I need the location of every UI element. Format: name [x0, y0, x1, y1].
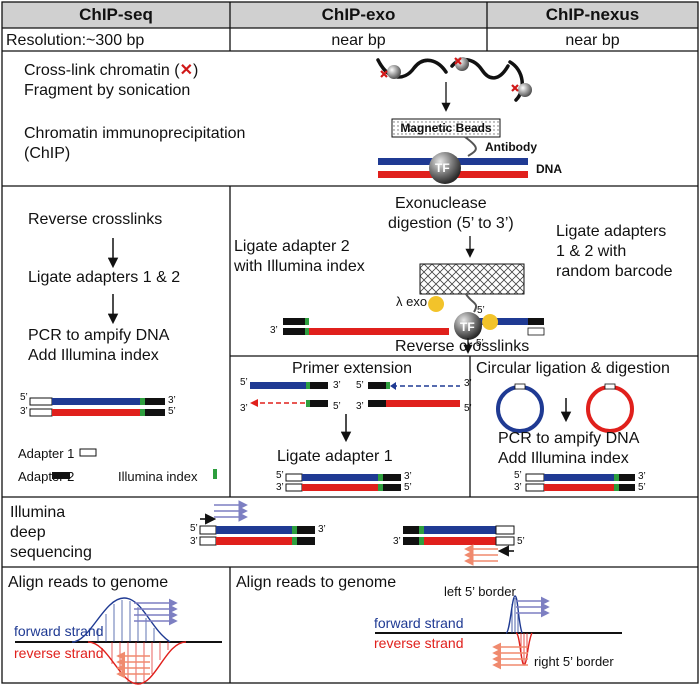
primer-3prime-a: 3’ — [333, 380, 341, 391]
nexus-ligate-line1: Ligate adapters — [556, 223, 667, 240]
exo-ligate-adapter2-line2: with Illumina index — [234, 258, 365, 275]
nexus-circular-title: Circular ligation & digestion — [476, 360, 670, 377]
resolution-nexus: near bp — [565, 32, 620, 49]
primer-5prime-d: 5’ — [464, 403, 472, 414]
header-bar — [2, 2, 698, 28]
seq-dna-3prime-bottom: 3’ — [20, 406, 28, 417]
crosslink-x-icon: ✕ — [179, 62, 193, 79]
primer-lib-3prime-top: 3’ — [404, 471, 412, 482]
right-border-label: right 5’ border — [534, 654, 614, 669]
crosslink-marks — [380, 57, 519, 92]
sequencing-line1: Illumina — [10, 504, 66, 521]
primer-lib-3prime-bottom: 3’ — [276, 482, 284, 493]
align-right-forward: forward strand — [374, 615, 464, 631]
seq-pcr-line1: PCR to ampify DNA — [28, 327, 170, 344]
legend-adapter1: Adapter 1 — [18, 446, 75, 461]
resolution-row-seq: Resolution:~300 bp — [6, 31, 144, 51]
chromatin-fragments — [376, 57, 524, 102]
primer-extension-title: Primer extension — [292, 360, 413, 377]
seq-pcr-line2: Add Illumina index — [28, 347, 159, 364]
sequencing-dna-left — [199, 500, 315, 546]
sequencing-line3: sequencing — [10, 544, 92, 561]
primer-3prime-d: 3’ — [356, 401, 364, 412]
legend-adapter2: Adapter 2 — [18, 469, 75, 484]
align-left-title: Align reads to genome — [8, 574, 169, 591]
primer-lib-5prime-top: 5’ — [276, 470, 284, 481]
resolution-label: Resolution: — [6, 32, 87, 49]
tf-label-exo: TF — [460, 320, 475, 334]
crosslink-text: Cross-link chromatin (✕) — [24, 61, 198, 81]
seq-library-dna — [29, 397, 165, 417]
fragment-text: Fragment by sonication — [24, 82, 191, 99]
nexus-ligate-line3: random barcode — [556, 263, 673, 280]
primer-extension-dna — [250, 382, 460, 407]
nexus-library-dna — [525, 473, 635, 492]
antibody-label: Antibody — [485, 140, 537, 154]
crosslink-text-start: Cross-link chromatin ( — [24, 62, 180, 79]
legend-illumina-index: Illumina index — [118, 469, 198, 484]
tf-label-top: TF — [435, 161, 450, 175]
seqrow-left-3prime-b: 3’ — [190, 536, 198, 547]
sequencing-dna-right — [403, 525, 515, 566]
seq-legend-swatches — [52, 448, 217, 479]
seq-dna-3prime-top: 3’ — [168, 395, 176, 406]
nexus-pcr-line2: Add Illumina index — [498, 450, 629, 467]
align-right-title: Align reads to genome — [236, 574, 397, 591]
seq-dna-5prime-bottom: 5’ — [168, 406, 176, 417]
nexus-lib-3prime-bottom: 3’ — [514, 482, 522, 493]
chip-text-line2: (ChIP) — [24, 145, 71, 162]
resolution-seq: ~300 bp — [86, 32, 145, 49]
exo-dna-5prime-top: 5’ — [477, 305, 485, 316]
exo-dna-3prime-left: 3’ — [270, 325, 278, 336]
nexus-ligate-line2: 1 & 2 with — [556, 243, 627, 260]
primer-5prime-b: 5’ — [333, 401, 341, 412]
header-chip-seq: ChIP-seq — [79, 5, 153, 24]
primer-3prime-b: 3’ — [240, 403, 248, 414]
seq-ligate-adapters: Ligate adapters 1 & 2 — [28, 269, 181, 286]
primer-5prime-c: 5’ — [356, 380, 364, 391]
primer-library-dna — [285, 473, 401, 492]
left-border-label: left 5’ border — [444, 584, 516, 599]
sequencing-line2: deep — [10, 524, 46, 541]
exo-dna-5prime-bottom: 5’ — [476, 338, 484, 349]
seq-reverse-crosslinks: Reverse crosslinks — [28, 211, 163, 228]
seqrow-right-5prime: 5’ — [517, 536, 525, 547]
header-chip-nexus: ChIP-nexus — [545, 5, 640, 24]
primer-5prime-a: 5’ — [240, 377, 248, 388]
exo-ligate-adapter2-line1: Ligate adapter 2 — [234, 238, 350, 255]
exo-reverse-crosslinks: Reverse crosslinks — [395, 338, 530, 355]
align-left-reverse: reverse strand — [14, 645, 104, 661]
exo-exonuclease-line2: digestion (5’ to 3’) — [388, 215, 514, 232]
seqrow-left-5prime: 5’ — [190, 523, 198, 534]
header-chip-exo: ChIP-exo — [321, 5, 396, 24]
seqrow-right-3prime: 3’ — [393, 536, 401, 547]
resolution-exo: near bp — [331, 32, 386, 49]
align-left-forward: forward strand — [14, 623, 104, 639]
align-right-reverse: reverse strand — [374, 635, 464, 651]
nexus-lib-5prime-top: 5’ — [514, 470, 522, 481]
chip-text-line1: Chromatin immunoprecipitation — [24, 125, 246, 142]
primer-lib-5prime-bottom: 5’ — [404, 482, 412, 493]
dna-label: DNA — [536, 162, 562, 176]
exo-exonuclease-line1: Exonuclease — [395, 195, 487, 212]
lambda-exo-label: λ exo — [396, 294, 428, 309]
seqrow-left-3prime: 3’ — [318, 524, 326, 535]
nexus-lib-5prime-bottom: 5’ — [638, 482, 646, 493]
magnetic-beads-label: Magnetic Beads — [400, 121, 492, 135]
seq-dna-5prime-top: 5’ — [20, 392, 28, 403]
nexus-lib-3prime-top: 3’ — [638, 471, 646, 482]
primer-3prime-c: 3’ — [464, 378, 472, 389]
primer-ligate-adapter1: Ligate adapter 1 — [277, 448, 393, 465]
crosslink-text-end: ) — [193, 62, 199, 79]
nexus-pcr-line1: PCR to ampify DNA — [498, 430, 640, 447]
